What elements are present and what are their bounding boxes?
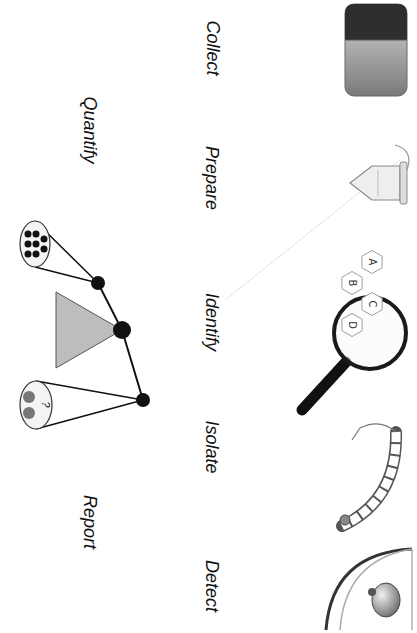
hexagon-node: B (340, 271, 364, 295)
hexagon-node: A (360, 250, 384, 274)
step-label: Identify (203, 293, 221, 351)
label-text: Collect (204, 20, 222, 75)
label-text: Identify (203, 293, 221, 351)
column-icon (340, 424, 396, 526)
balance-icon (20, 221, 150, 429)
vial-icon (345, 4, 407, 96)
label-text: Quantify (81, 96, 99, 163)
hexagon-letter: A (367, 259, 377, 266)
label-text: Report (81, 495, 99, 549)
hexagon-letter: C (367, 301, 377, 308)
label-text: Prepare (203, 146, 221, 210)
hexagon-node: C (360, 292, 384, 316)
watermark-line (225, 160, 400, 300)
step-label: Prepare (203, 146, 221, 210)
hexagon-letter: B (347, 280, 357, 287)
pan-mark: ? (40, 401, 51, 407)
hexagon-node: D (340, 313, 364, 337)
detector-icon (326, 549, 412, 630)
magnifier-icon (302, 297, 406, 410)
step-label: Report (81, 495, 99, 549)
label-text: Isolate (203, 420, 221, 473)
label-text: ? (40, 401, 51, 407)
label-text: Detect (203, 560, 221, 612)
step-label: Collect (204, 20, 222, 75)
hexagon-letter: D (347, 321, 357, 329)
tube-icon (350, 145, 409, 204)
step-label: Detect (203, 560, 221, 612)
step-label: Isolate (203, 420, 221, 473)
step-label: Quantify (81, 96, 99, 163)
